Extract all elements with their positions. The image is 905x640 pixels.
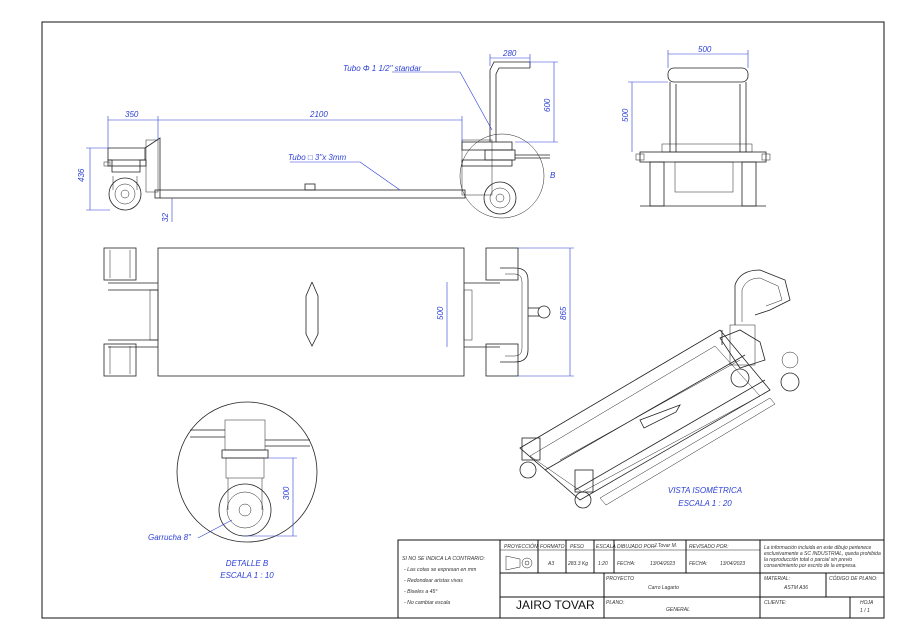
peso-value: 283.3 Kg bbox=[567, 561, 588, 567]
dim-280: 280 bbox=[502, 49, 517, 58]
dim-2100: 2100 bbox=[309, 110, 328, 119]
dim-436: 436 bbox=[77, 168, 86, 182]
dim-600: 600 bbox=[543, 98, 552, 112]
confidential-4: consentimiento por escrito de la empresa… bbox=[764, 563, 857, 569]
beam-tab bbox=[304, 183, 316, 191]
dim-350: 350 bbox=[125, 110, 139, 119]
proyeccion-label: PROYECCIÓN bbox=[504, 543, 538, 550]
fecha1-value: 13/04/2023 bbox=[650, 561, 675, 567]
confidential-1: La información incluida en este dibujo p… bbox=[764, 545, 872, 551]
projection-symbol bbox=[505, 555, 533, 571]
formato-value: A3 bbox=[547, 561, 554, 567]
peso-label: PESO bbox=[570, 544, 584, 550]
left-wheel bbox=[108, 177, 142, 211]
general-notes-header: SI NO SE INDICA LA CONTRARIO: bbox=[402, 556, 485, 562]
detail-b-view: 300 Garrucha 8" DETALLE B ESCALA 1 : 10 bbox=[148, 401, 318, 580]
fecha2-label: FECHA: bbox=[689, 561, 708, 567]
note-tubo-redondo: Tubo Φ 1 1/2" standar bbox=[343, 64, 422, 73]
plano-value: GENERAL bbox=[666, 607, 690, 613]
escala-label: ESCALA bbox=[596, 544, 616, 550]
material-label: MATERIAL: bbox=[764, 576, 791, 582]
dim-500-front: 500 bbox=[698, 45, 712, 54]
dim-500-height: 500 bbox=[621, 108, 630, 122]
cliente-label: CLIENTE: bbox=[764, 600, 787, 606]
general-note-3: - Biseles a 45° bbox=[404, 589, 438, 595]
dim-500-plan: 500 bbox=[436, 306, 445, 320]
general-note-4: - No cambiar escala bbox=[404, 600, 450, 606]
iso-title: VISTA ISOMÉTRICA bbox=[668, 486, 742, 495]
iso-scale: ESCALA 1 : 20 bbox=[678, 499, 732, 508]
sheet-border bbox=[41, 21, 885, 619]
main-beam bbox=[154, 189, 466, 199]
confidential-2: exclusivamente a SC INDUSTRIAL, queda pr… bbox=[764, 551, 881, 557]
front-view: 500 500 bbox=[621, 45, 771, 207]
dibujado-label: DIBUJADO POR: bbox=[617, 544, 657, 550]
detail-b-label: B bbox=[550, 171, 556, 180]
plano-label: PLANO: bbox=[606, 600, 625, 606]
dibujado-value: J.Tovar M. bbox=[653, 543, 677, 549]
proyecto-value: Carro Lagarto bbox=[648, 585, 679, 591]
detail-b-circle bbox=[176, 401, 318, 543]
material-value: ASTM A36 bbox=[783, 585, 808, 591]
isometric-view: VISTA ISOMÉTRICA ESCALA 1 : 20 bbox=[519, 269, 800, 509]
detail-title: DETALLE B bbox=[226, 559, 269, 568]
note-tubo-cuadrado: Tubo □ 3"x 3mm bbox=[288, 153, 347, 162]
codigo-label: CÓDIGO DE PLANO: bbox=[829, 575, 878, 582]
side-view: B 350 2100 436 32 280 600 Tubo Φ 1 1/2" … bbox=[77, 49, 558, 222]
revisado-label: REVISADO POR: bbox=[689, 544, 729, 550]
dim-865: 865 bbox=[559, 306, 568, 320]
escala-value: 1:20 bbox=[598, 561, 608, 567]
general-note-2: - Redondear aristas vivas bbox=[404, 578, 463, 584]
general-note-1: - Las cotas se expresan en mm bbox=[404, 567, 477, 573]
fecha1-label: FECHA: bbox=[617, 561, 636, 567]
hoja-label: HOJA bbox=[860, 600, 874, 606]
plan-bed bbox=[157, 247, 465, 377]
right-wheel bbox=[483, 181, 517, 215]
proyecto-label: PROYECTO bbox=[606, 576, 634, 582]
title-block: SI NO SE INDICA LA CONTRARIO: - Las cota… bbox=[397, 539, 885, 619]
confidential-3: la reproducción total o parcial sin prev… bbox=[764, 557, 852, 563]
plan-view: 500 865 bbox=[103, 247, 574, 377]
detail-b-marker bbox=[459, 133, 545, 219]
dim-32: 32 bbox=[161, 213, 170, 222]
handle bbox=[489, 61, 530, 142]
dim-300: 300 bbox=[282, 486, 291, 500]
fecha2-value: 13/04/2023 bbox=[720, 561, 745, 567]
note-garrucha: Garrucha 8" bbox=[148, 533, 192, 542]
author-name: JAIRO TOVAR bbox=[516, 598, 595, 612]
hoja-value: 1 / 1 bbox=[860, 608, 870, 614]
detail-scale: ESCALA 1 : 10 bbox=[220, 571, 274, 580]
formato-label: FORMATO bbox=[540, 544, 565, 550]
